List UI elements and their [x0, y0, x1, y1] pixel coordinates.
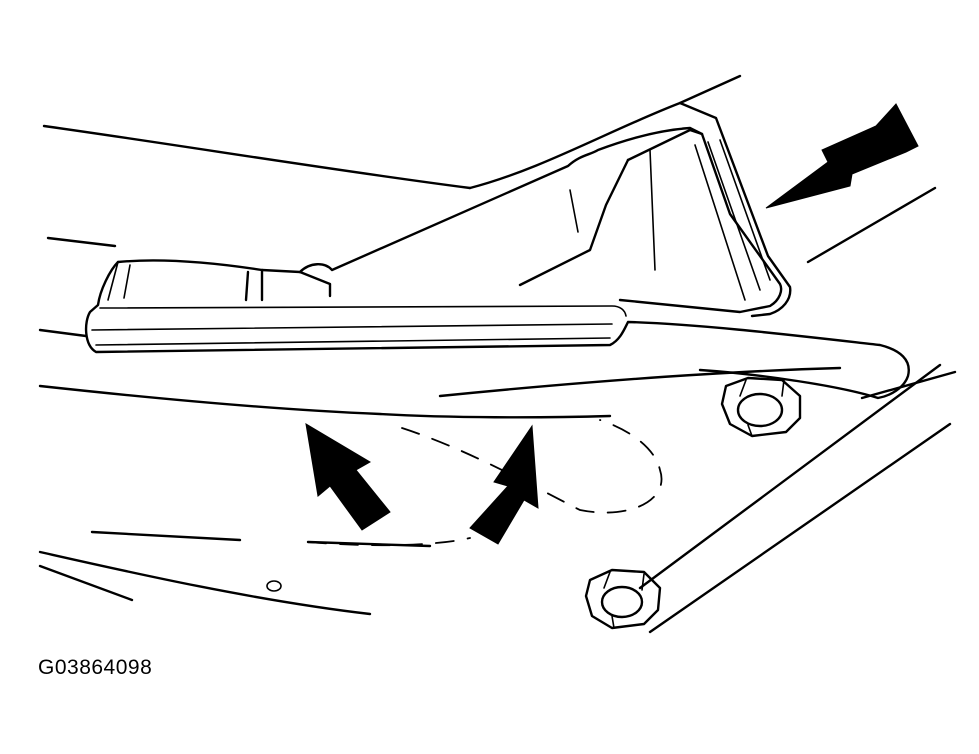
callout-arrow-left: [305, 423, 391, 531]
locating-hole: [266, 580, 282, 592]
figure-id-label: G03864098: [38, 656, 153, 679]
skid-plate: [84, 101, 910, 400]
mounting-bolt-lower: [584, 568, 662, 630]
mounting-bolt-upper: [720, 376, 802, 438]
hidden-outline: [307, 419, 663, 547]
callout-arrow-right: [765, 103, 919, 209]
underbody-frame: [38, 74, 957, 634]
callout-arrow-center: [469, 424, 539, 545]
